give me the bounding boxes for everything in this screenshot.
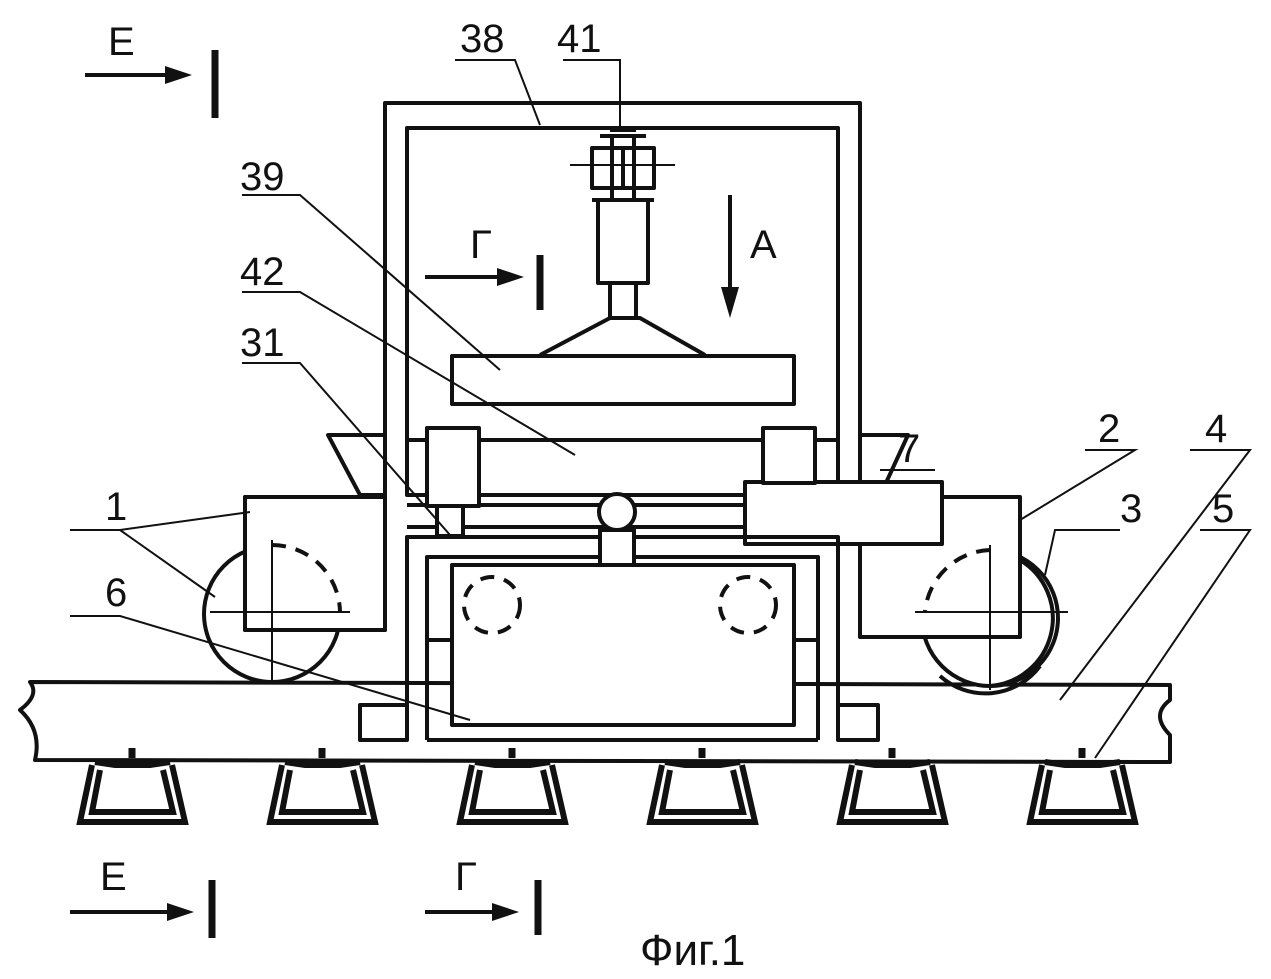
label-38: 38: [460, 17, 505, 61]
rail-clips: [132, 748, 1082, 758]
sleepers: [80, 762, 1135, 822]
label-41: 41: [557, 17, 602, 61]
pressing-plate: [452, 318, 794, 404]
direction-a: А: [750, 223, 777, 267]
label-7: 7: [898, 427, 920, 471]
tamping-unit: [360, 565, 878, 740]
label-31: 31: [240, 321, 285, 365]
label-5: 5: [1212, 487, 1234, 531]
section-g-mid: Г: [470, 223, 492, 267]
label-3: 3: [1120, 487, 1142, 531]
label-39: 39: [240, 155, 285, 199]
label-1: 1: [105, 485, 127, 529]
label-6: 6: [105, 571, 127, 615]
label-4: 4: [1205, 407, 1227, 451]
label-42: 42: [240, 250, 285, 294]
section-e-top: Е: [108, 20, 135, 64]
unit-7: [745, 482, 942, 544]
section-e-bottom: Е: [100, 855, 127, 899]
figure-caption: Фиг.1: [640, 926, 745, 975]
left-wheel-assembly: [204, 497, 385, 682]
section-g-bottom: Г: [455, 855, 477, 899]
label-2: 2: [1098, 407, 1120, 451]
actuator: [570, 130, 675, 318]
pivot: [599, 494, 635, 565]
